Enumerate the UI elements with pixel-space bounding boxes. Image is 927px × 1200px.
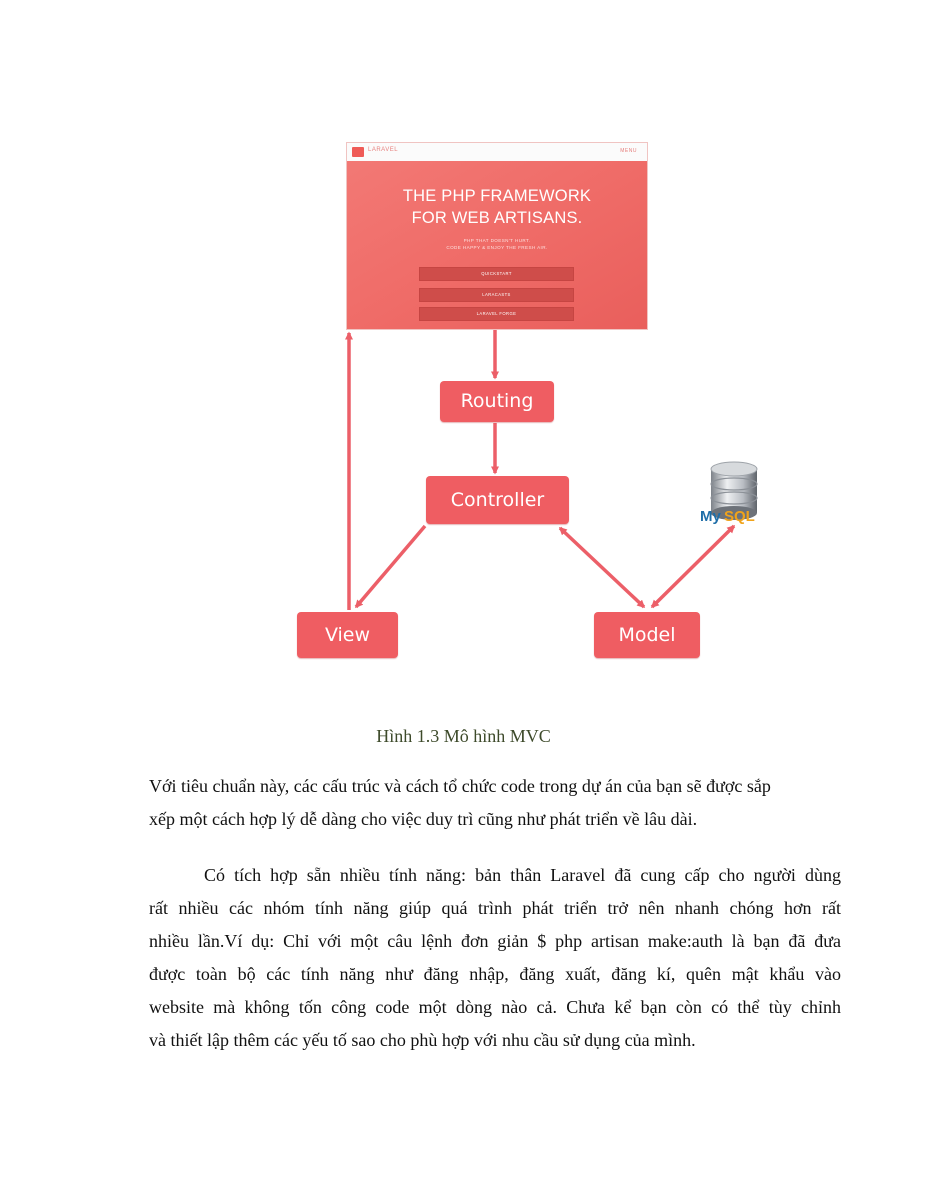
mvc-diagram: LARAVEL MENU THE PHP FRAMEWORK FOR WEB A… (0, 0, 927, 700)
paragraph-line: và thiết lập thêm các yếu tố sao cho phù… (149, 1024, 841, 1057)
paragraph-line: website mà không tốn công code một dòng … (149, 991, 841, 1024)
paragraph-mvc-benefit: Với tiêu chuẩn này, các cấu trúc và cách… (149, 770, 841, 836)
arrow-model-mysql (652, 526, 734, 607)
model-node: Model (594, 612, 700, 658)
paragraph-line: xếp một cách hợp lý dễ dàng cho việc duy… (149, 803, 841, 836)
controller-node: Controller (426, 476, 569, 524)
diagram-arrows (0, 0, 927, 700)
paragraph-line: được toàn bộ các tính năng như đăng nhập… (149, 958, 841, 991)
mysql-database-icon: My SQL (697, 460, 773, 530)
paragraph-line: Có tích hợp sẵn nhiều tính năng: bản thâ… (149, 859, 841, 892)
figure-caption: Hình 1.3 Mô hình MVC (0, 726, 927, 747)
svg-text:My: My (700, 508, 721, 525)
arrow-controller-to-view (356, 526, 425, 607)
paragraph-line: Với tiêu chuẩn này, các cấu trúc và cách… (149, 770, 841, 803)
routing-node: Routing (440, 381, 554, 422)
view-node: View (297, 612, 398, 658)
svg-text:SQL: SQL (724, 508, 755, 525)
paragraph-line: nhiều lần.Ví dụ: Chỉ với một câu lệnh đơ… (149, 925, 841, 958)
paragraph-builtin-features: Có tích hợp sẵn nhiều tính năng: bản thâ… (149, 859, 841, 1057)
paragraph-line: rất nhiều các nhóm tính năng giúp quá tr… (149, 892, 841, 925)
arrow-controller-model (560, 528, 644, 607)
